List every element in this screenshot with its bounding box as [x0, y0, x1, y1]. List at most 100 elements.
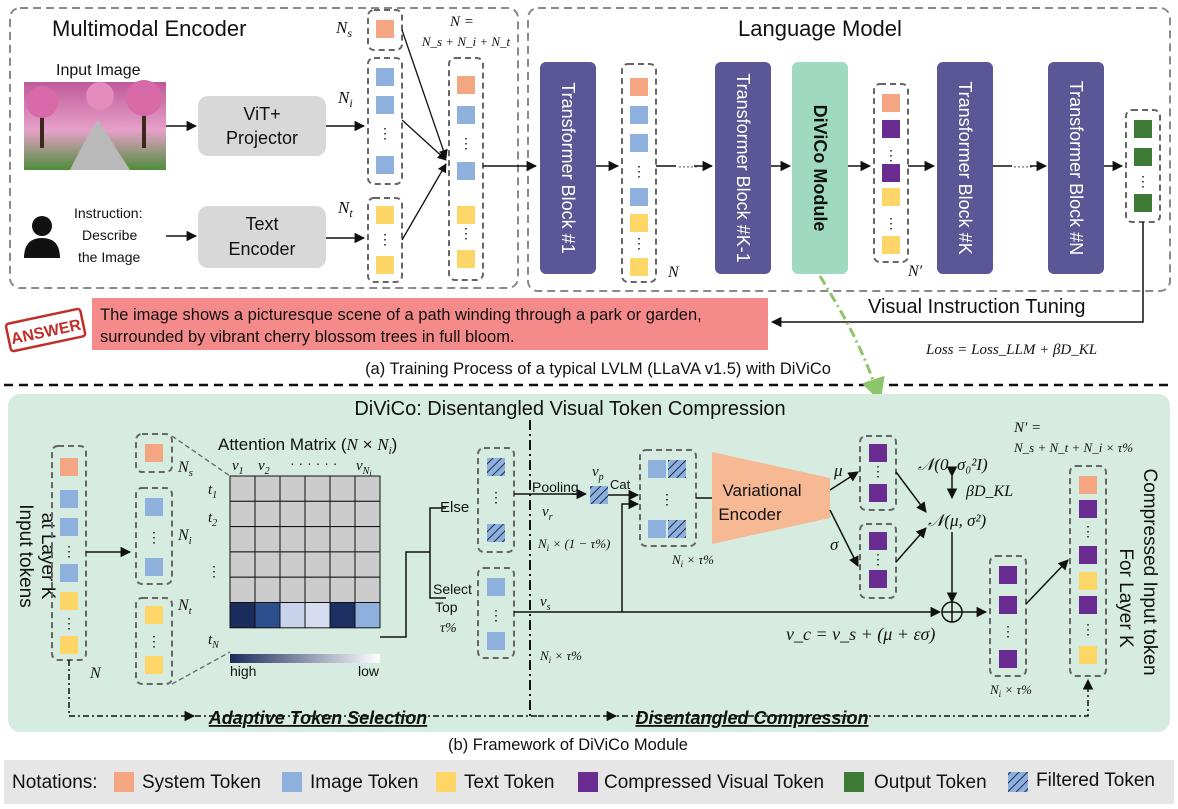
- attention-cell: [354, 576, 381, 604]
- attention-cell: [254, 500, 281, 528]
- dots-ellipsis: ·····: [1013, 159, 1033, 173]
- vertical-ellipsis: ⋮: [632, 235, 646, 251]
- else-label: Else: [440, 499, 469, 516]
- legend-filtered-label: Filtered Token: [1036, 770, 1155, 791]
- loss-formula: Loss = Loss_LLM + βD_KL: [925, 342, 1097, 358]
- transformer-block-1-label: Transformer Block #1: [558, 82, 578, 253]
- vertical-ellipsis: ⋮: [1001, 623, 1015, 639]
- transformer-block-1: [540, 62, 596, 274]
- vertical-ellipsis: ⋮: [660, 491, 674, 507]
- attention-cell: [229, 551, 256, 578]
- vertical-ellipsis: ⋮: [62, 615, 76, 631]
- answer-line-2: surrounded by vibrant cherry blossom tre…: [100, 328, 515, 346]
- attention-cell: [254, 526, 281, 553]
- encoder-title: Multimodal Encoder: [52, 16, 246, 41]
- vertical-ellipsis: ⋮: [378, 231, 392, 247]
- caption-b: (b) Framework of DiViCo Module: [448, 736, 688, 754]
- vertical-ellipsis: ⋮: [147, 529, 161, 545]
- answer-line-1: The image shows a picturesque scene of a…: [100, 306, 702, 324]
- vertical-ellipsis: ⋮: [884, 147, 898, 163]
- select-label-3: τ%: [440, 621, 457, 636]
- image-token: [457, 106, 475, 124]
- vertical-ellipsis: ⋮: [1136, 173, 1150, 189]
- language-model-title: Language Model: [738, 16, 902, 41]
- n-equation-1: N =: [449, 14, 474, 30]
- final-token-column: [1069, 465, 1107, 677]
- attention-cell: [254, 475, 281, 502]
- divico-title: DiViCo: Disentangled Visual Token Compre…: [354, 398, 785, 420]
- legend-compressed-label: Compressed Visual Token: [604, 772, 824, 793]
- attention-cell: [354, 526, 381, 553]
- ni-1mtau-label: Ni × (1 − τ%): [537, 536, 610, 553]
- pooling-label: Pooling: [532, 479, 579, 495]
- text-token: [60, 636, 78, 654]
- vertical-ellipsis: ⋮: [62, 543, 76, 559]
- vertical-ellipsis: ⋮: [1081, 621, 1095, 637]
- ni-tau-label-cat: Ni × τ%: [671, 552, 714, 569]
- nt-label: Nt: [337, 198, 353, 220]
- beta-kl-label: βD_KL: [965, 483, 1013, 500]
- image-token: [487, 578, 505, 596]
- filtered-token: [668, 520, 686, 538]
- attention-cell: [329, 475, 356, 502]
- image-token: [376, 156, 394, 174]
- text-token: [1079, 646, 1097, 664]
- input-image: [24, 80, 166, 170]
- split-ni-group: [135, 487, 173, 585]
- dots-ellipsis: ·····: [678, 159, 698, 173]
- system-token: [145, 444, 163, 462]
- system-token: [60, 458, 78, 476]
- sigma-label: σ: [830, 535, 839, 554]
- system-token: [882, 94, 900, 112]
- instruction-text-3: the Image: [78, 249, 140, 265]
- system-token: [376, 20, 394, 38]
- image-token: [648, 520, 666, 538]
- person-icon: [24, 216, 60, 258]
- column-n-label: N: [667, 264, 680, 281]
- variational-encoder: [712, 452, 830, 544]
- text-token: [376, 256, 394, 274]
- image-token: [630, 134, 648, 152]
- attention-cell: [354, 500, 381, 528]
- compressed-token: [869, 484, 887, 502]
- legend-output-label: Output Token: [874, 772, 987, 793]
- image-token: [630, 106, 648, 124]
- nprime-equation-1: N′ =: [1013, 420, 1041, 436]
- legend-filtered-swatch: [1008, 772, 1028, 792]
- ni-group: [367, 57, 403, 185]
- text-encoder-label-2: Encoder: [228, 239, 295, 259]
- filtered-token: [487, 524, 505, 542]
- compressed-token: [1079, 596, 1097, 614]
- split-ns-group: [135, 433, 173, 473]
- attention-cell: [229, 500, 256, 528]
- filtered-token: [487, 458, 505, 476]
- image-token: [376, 96, 394, 114]
- column-nprime-label: N′: [907, 263, 923, 280]
- compressed-label-1: Compressed Input token: [1139, 468, 1160, 675]
- image-token: [145, 558, 163, 576]
- attention-cell: [279, 551, 306, 578]
- attention-cell: [279, 475, 306, 502]
- input-image-label: Input Image: [56, 62, 141, 79]
- text-token: [60, 592, 78, 610]
- col-label-v2: v2: [258, 458, 270, 477]
- transformer-block-k: [937, 62, 993, 274]
- system-token: [457, 76, 475, 94]
- vertical-ellipsis: ⋮: [632, 163, 646, 179]
- compressed-label-2: For Layer K: [1115, 548, 1136, 648]
- instruction-text-1: Instruction:: [74, 205, 142, 221]
- legend-system-swatch: [114, 772, 134, 792]
- compressed-token: [882, 164, 900, 182]
- transformer-block-k-label: Transformer Block #K: [955, 81, 975, 254]
- vertical-ellipsis: ⋮: [871, 551, 885, 567]
- compressed-token: [999, 650, 1017, 668]
- pooled-token: [590, 486, 608, 504]
- text-token: [457, 206, 475, 224]
- vertical-ellipsis: ⋮: [147, 633, 161, 649]
- select-label-2: Top: [435, 599, 458, 615]
- attention-cell: [304, 526, 331, 553]
- text-token: [145, 606, 163, 624]
- attention-grid: [229, 475, 381, 629]
- compressed-token-column: [873, 83, 909, 263]
